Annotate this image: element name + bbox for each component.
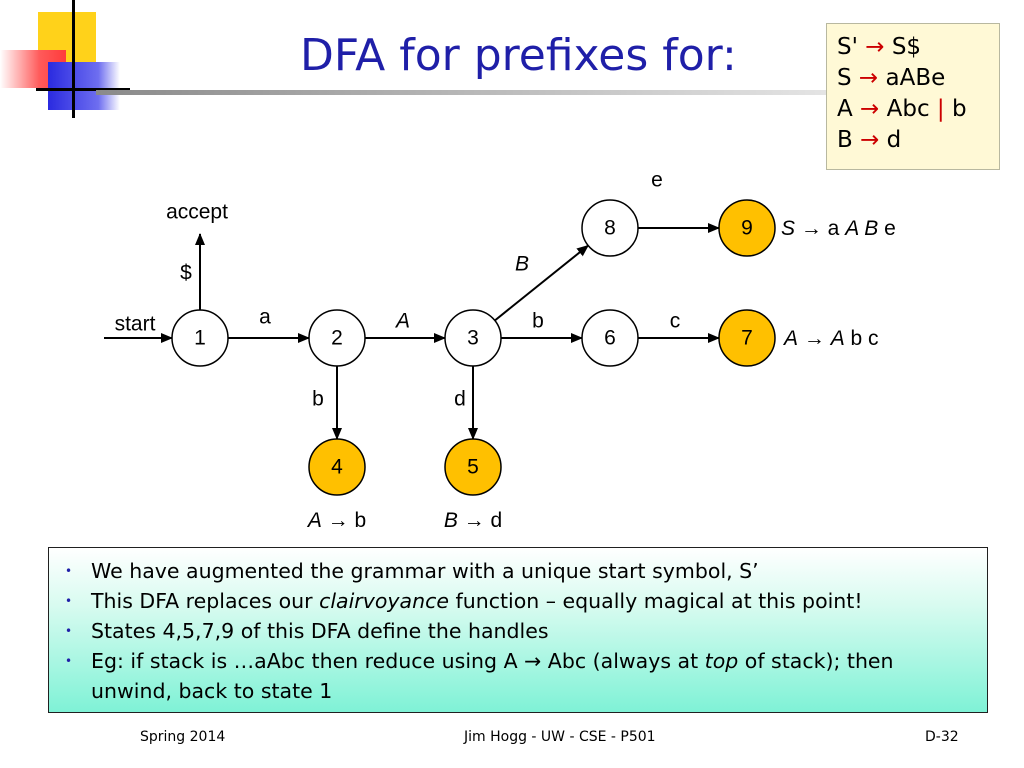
- state-circle: [308, 438, 366, 496]
- grammar-lhs: S: [837, 65, 859, 91]
- bullet-box: We have augmented the grammar with a uni…: [48, 547, 988, 713]
- state-label: 3: [467, 327, 479, 350]
- arrow-icon: →: [865, 34, 885, 60]
- arrow-icon: →: [860, 96, 880, 122]
- bullet-text: Eg: if stack is …aAbc then reduce using …: [91, 649, 705, 673]
- state-label: 1: [194, 327, 206, 350]
- handle-part: S: [781, 217, 795, 240]
- grammar-alt-separator: |: [929, 96, 952, 122]
- grammar-rule: A → Abc | b: [837, 94, 999, 125]
- bullet-text: top: [704, 649, 739, 673]
- state-circle: [308, 309, 366, 367]
- handle-part: → a: [795, 217, 845, 240]
- handle-part: → d: [458, 509, 502, 532]
- bullet-text: States 4,5,7,9 of this DFA define the ha…: [91, 619, 549, 643]
- handle-production: A → A b c: [782, 327, 879, 350]
- bullet-item: Eg: if stack is …aAbc then reduce using …: [63, 646, 975, 706]
- state-circle: [718, 199, 776, 257]
- state-circle: [444, 309, 502, 367]
- arrow-icon: →: [858, 65, 879, 91]
- bullet-text: clairvoyance: [319, 589, 449, 613]
- grammar-rule: S' → S$: [837, 32, 999, 63]
- state-circle: [171, 309, 229, 367]
- state-label: 8: [604, 217, 616, 240]
- state-label: 4: [331, 456, 343, 479]
- bullet-text: This DFA replaces our: [91, 589, 320, 613]
- accept-label: accept: [166, 201, 228, 224]
- handle-part: A: [782, 327, 798, 350]
- state-circle: [581, 199, 639, 257]
- state-label: 2: [331, 327, 343, 350]
- transition-label: A: [394, 310, 410, 333]
- grammar-lhs: A: [837, 96, 861, 122]
- handle-part: e: [878, 217, 896, 240]
- state-label: 5: [467, 456, 479, 479]
- transition-label: a: [259, 306, 271, 329]
- transition-label: c: [670, 310, 681, 333]
- transition-label: e: [651, 169, 663, 192]
- bullet-item: This DFA replaces our clairvoyance funct…: [63, 586, 975, 616]
- handle-part: A: [306, 509, 322, 532]
- footer-center: Jim Hogg - UW - CSE - P501: [464, 729, 656, 745]
- transition-label: $: [180, 262, 192, 285]
- footer-right: D-32: [925, 729, 959, 745]
- grammar-rule: B → d: [837, 125, 999, 156]
- corner-decoration: [0, 0, 130, 120]
- state-circle: [718, 309, 776, 367]
- handle-part: → b: [322, 509, 366, 532]
- transition-arrow: [494, 244, 589, 322]
- handle-part: A: [829, 327, 845, 350]
- title-underline: [96, 90, 826, 95]
- handle-part: A B: [843, 217, 878, 240]
- transition-label: b: [312, 388, 324, 411]
- state-circle: [581, 309, 639, 367]
- bullet-text: We have augmented the grammar with a uni…: [91, 559, 759, 583]
- grammar-alt: b: [952, 96, 967, 122]
- bullet-text: of stack); then unwind, back to state 1: [91, 649, 894, 703]
- state-label: 9: [741, 217, 753, 240]
- handle-production: A → b: [306, 509, 366, 532]
- handle-part: b c: [845, 327, 879, 350]
- start-label: start: [115, 313, 156, 336]
- bullet-item: States 4,5,7,9 of this DFA define the ha…: [63, 616, 975, 646]
- grammar-rhs: d: [879, 127, 902, 153]
- bullet-item: We have augmented the grammar with a uni…: [63, 556, 975, 586]
- handle-production: S → a A B e: [781, 217, 896, 240]
- grammar-rhs: aABe: [878, 65, 946, 91]
- bullet-text: function – equally magical at this point…: [448, 589, 863, 613]
- transition-label: B: [515, 253, 529, 276]
- handle-part: B: [444, 509, 458, 532]
- grammar-lhs: B: [837, 127, 861, 153]
- slide-title: DFA for prefixes for:: [300, 30, 737, 81]
- grammar-rhs: S$: [884, 34, 922, 60]
- transition-label: b: [532, 310, 544, 333]
- footer-left: Spring 2014: [140, 729, 226, 745]
- state-circle: [444, 438, 502, 496]
- handle-production: B → d: [444, 509, 502, 532]
- arrow-icon: →: [860, 127, 880, 153]
- state-label: 6: [604, 327, 616, 350]
- bullet-list: We have augmented the grammar with a uni…: [63, 556, 975, 706]
- grammar-lhs: S': [837, 34, 866, 60]
- transition-label: d: [454, 388, 466, 411]
- grammar-rhs: Abc: [879, 96, 930, 122]
- handle-part: →: [798, 327, 831, 350]
- state-label: 7: [741, 327, 753, 350]
- grammar-rule: S → aABe: [837, 63, 999, 94]
